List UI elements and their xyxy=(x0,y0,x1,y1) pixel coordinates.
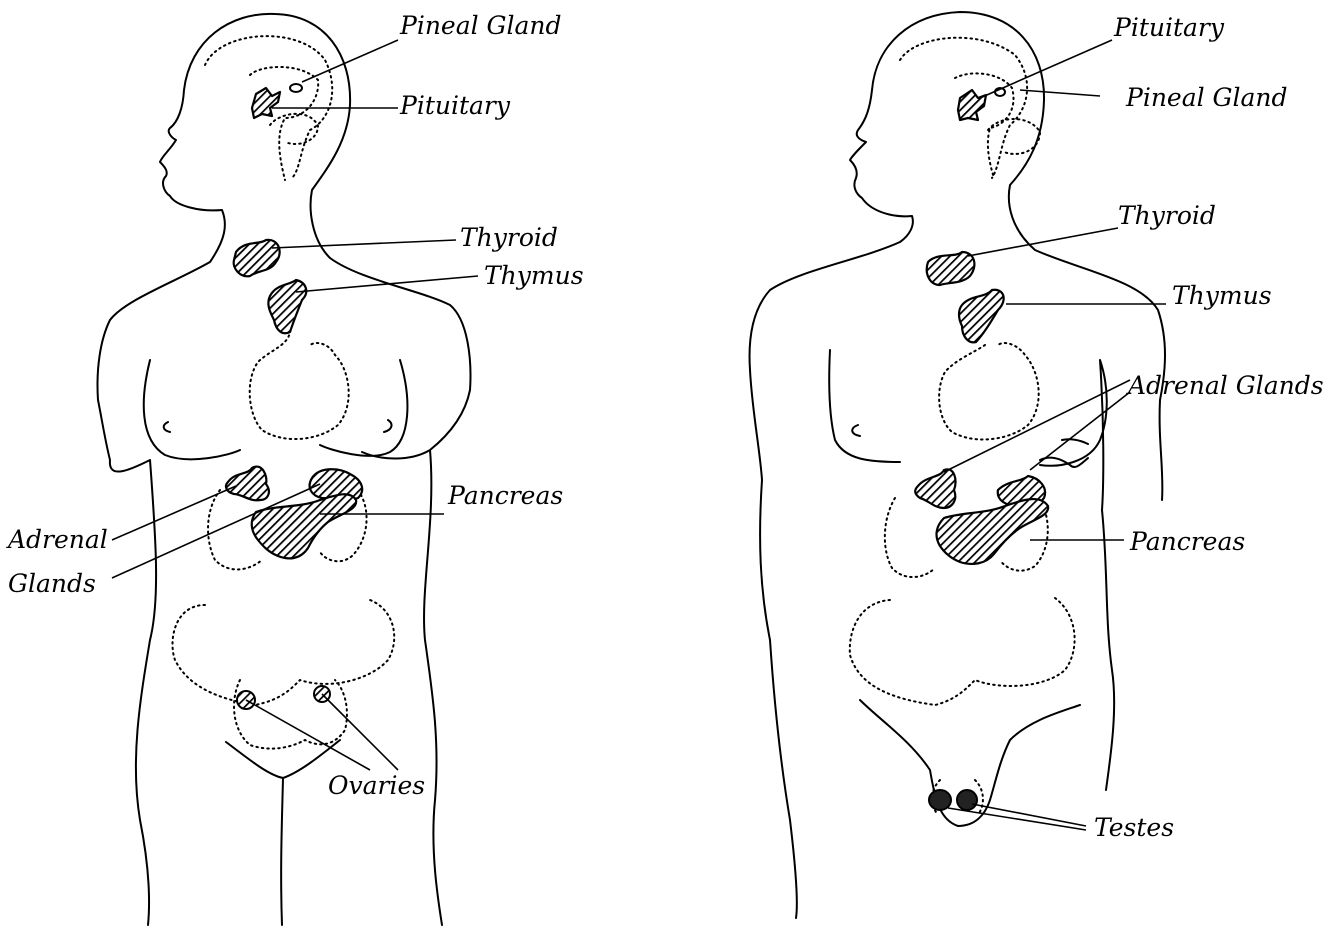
female-leader-lines xyxy=(112,40,478,770)
female-label-pancreas: Pancreas xyxy=(447,481,563,510)
female-label-ovaries: Ovaries xyxy=(328,771,425,800)
male-label-pineal-gland: Pineal Gland xyxy=(1125,83,1288,112)
female-label-adrenal: Adrenal xyxy=(6,525,108,554)
male-pituitary-gland xyxy=(958,90,986,120)
male-label-pancreas: Pancreas xyxy=(1129,527,1245,556)
female-label-thyroid: Thyroid xyxy=(460,223,558,252)
male-torso-internal xyxy=(850,343,1075,815)
male-leader-lines xyxy=(944,40,1166,830)
female-label-pineal-gland: Pineal Gland xyxy=(399,11,562,40)
female-pancreas xyxy=(252,494,356,558)
male-thymus-gland xyxy=(959,290,1004,343)
female-pineal-gland xyxy=(290,84,302,92)
male-label-thymus: Thymus xyxy=(1172,281,1272,310)
female-thymus-gland xyxy=(268,280,306,333)
male-label-adrenal-glands: Adrenal Glands xyxy=(1126,371,1324,400)
male-testis-left xyxy=(929,790,951,810)
male-thyroid-gland xyxy=(927,252,975,285)
male-chest-lines xyxy=(852,425,1088,467)
female-adrenal-gland-left xyxy=(226,467,269,501)
male-label-testes: Testes xyxy=(1094,813,1174,842)
female-breast-lines xyxy=(144,360,408,459)
female-thyroid-gland xyxy=(234,240,280,276)
male-testis-right xyxy=(957,790,977,810)
male-adrenal-gland-left xyxy=(915,469,955,508)
male-label-pituitary: Pituitary xyxy=(1113,13,1225,42)
female-pituitary-gland xyxy=(252,88,280,118)
male-pancreas xyxy=(937,499,1049,564)
male-figure: Pituitary Pineal Gland Thyroid Thymus Ad… xyxy=(750,12,1324,918)
female-label-glands: Glands xyxy=(8,569,96,598)
female-label-pituitary: Pituitary xyxy=(399,91,511,120)
male-label-thyroid: Thyroid xyxy=(1118,201,1216,230)
female-label-thymus: Thymus xyxy=(484,261,584,290)
female-figure: Pineal Gland Pituitary Thyroid Thymus Pa… xyxy=(6,11,584,925)
